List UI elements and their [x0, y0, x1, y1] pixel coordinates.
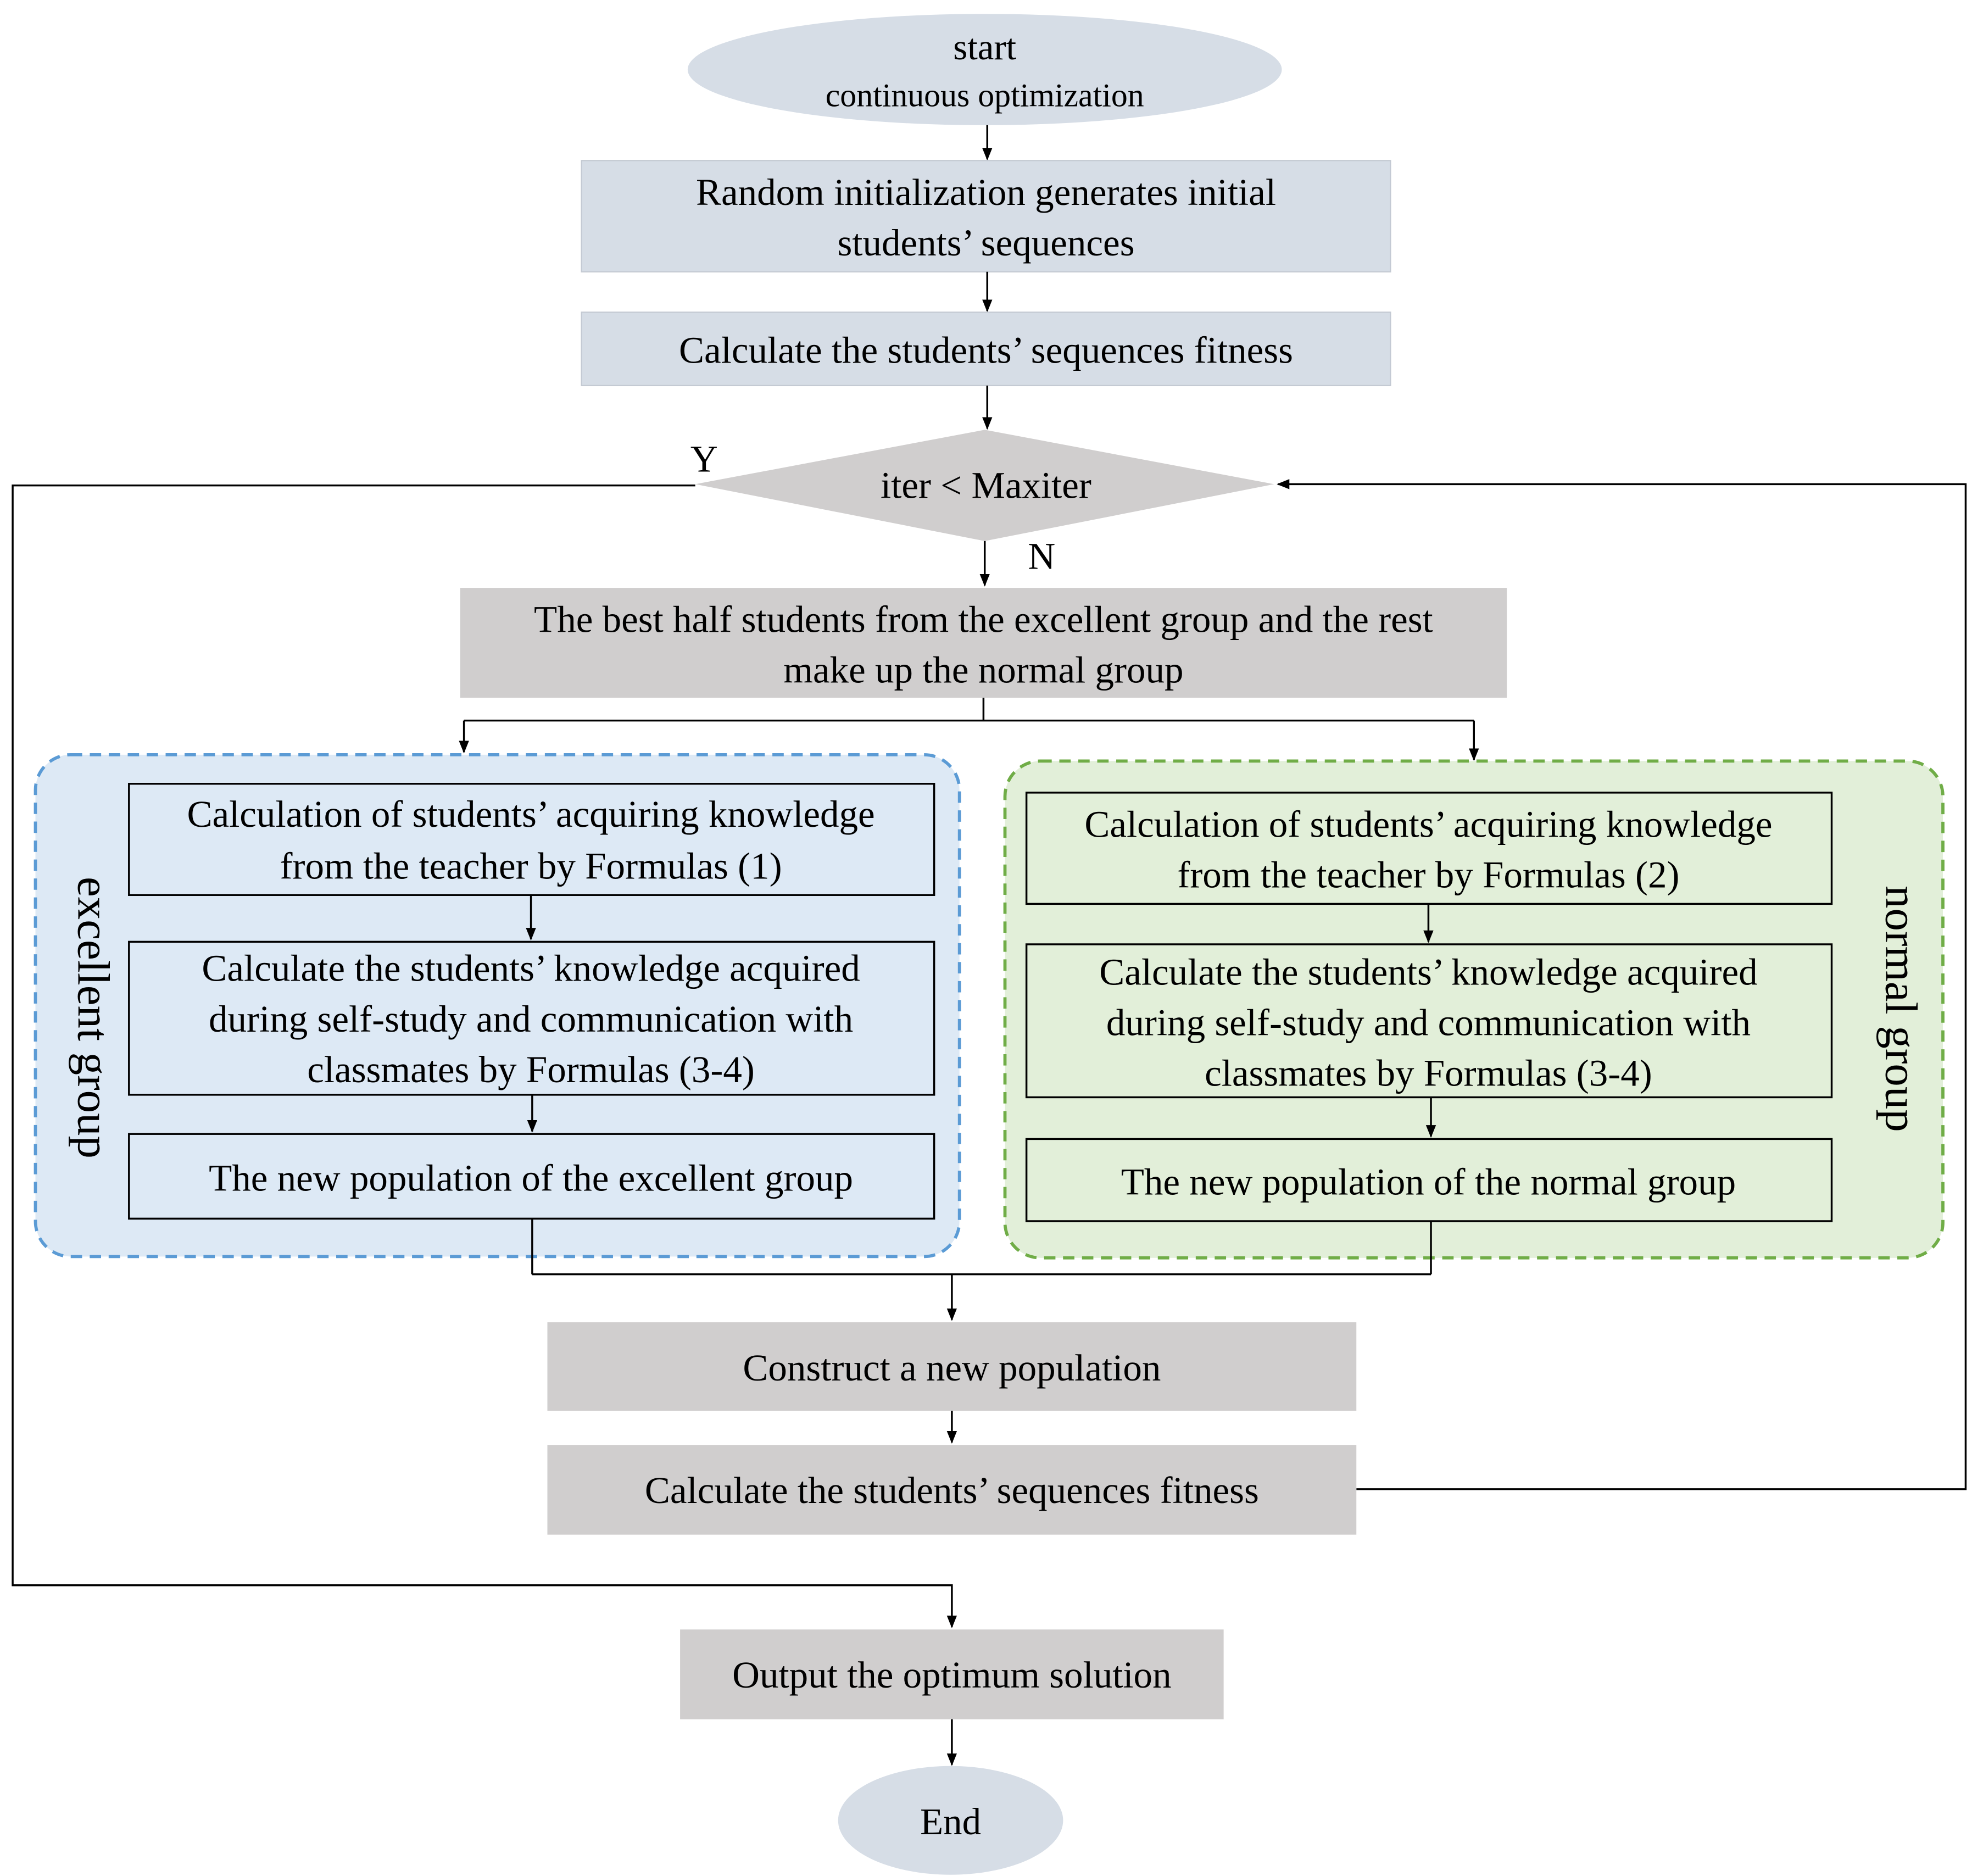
- construct-process: Construct a new population: [547, 1322, 1357, 1411]
- fitness-label-loop: Calculate the students’ sequences fitnes…: [645, 1469, 1259, 1511]
- excellent-step1-line2: from the teacher by Formulas (1): [280, 844, 782, 887]
- init-line2: students’ sequences: [837, 221, 1134, 264]
- output-process: Output the optimum solution: [680, 1629, 1224, 1719]
- start-title: start: [953, 27, 1016, 68]
- split-line1: The best half students from the excellen…: [534, 598, 1433, 641]
- decision-diamond: [695, 430, 1274, 541]
- decision-yes-label: Y: [690, 437, 718, 480]
- excellent-step2-line1: Calculate the students’ knowledge acquir…: [202, 947, 860, 989]
- normal-step2-line1: Calculate the students’ knowledge acquir…: [1099, 951, 1757, 993]
- excellent-group-label: excellent group: [69, 877, 119, 1159]
- excellent-step3-box: [128, 1133, 935, 1220]
- excellent-step2-line3: classmates by Formulas (3-4): [307, 1048, 755, 1090]
- start-ellipse: [687, 14, 1282, 125]
- init-box: [581, 160, 1391, 272]
- init-line1: Random initialization generates initial: [696, 171, 1276, 213]
- normal-step1-line1: Calculation of students’ acquiring knowl…: [1084, 803, 1772, 845]
- decision-node: iter < Maxiter Y N: [690, 430, 1274, 577]
- end-ellipse: [838, 1766, 1063, 1875]
- normal-step1-box: [1025, 792, 1833, 905]
- normal-step1-line2: from the teacher by Formulas (2): [1177, 853, 1679, 895]
- normal-step2-line3: classmates by Formulas (3-4): [1205, 1052, 1652, 1094]
- excellent-step2-box: [128, 940, 935, 1096]
- normal-step2-box: [1025, 943, 1833, 1099]
- fitness-process-loop: Calculate the students’ sequences fitnes…: [547, 1445, 1357, 1535]
- loop-back-connector: [1277, 479, 1967, 1490]
- split-process: The best half students from the excellen…: [460, 588, 1507, 698]
- fitness-box-loop: [547, 1445, 1357, 1535]
- normal-step3-label: The new population of the normal group: [1121, 1161, 1736, 1203]
- excellent-step3-label: The new population of the excellent grou…: [209, 1157, 853, 1199]
- split-box: [460, 588, 1507, 698]
- fitness-label-initial: Calculate the students’ sequences fitnes…: [679, 329, 1293, 371]
- normal-group: normal group Calculation of students’ ac…: [1003, 759, 1945, 1260]
- init-process: Random initialization generates initial …: [581, 160, 1391, 272]
- yes-branch-connector: [12, 484, 957, 1628]
- fitness-process-initial: Calculate the students’ sequences fitnes…: [581, 311, 1391, 387]
- start-subtitle: continuous optimization: [826, 77, 1144, 113]
- construct-box: [547, 1322, 1357, 1411]
- normal-group-label: normal group: [1876, 886, 1926, 1132]
- fitness-box-initial: [581, 311, 1391, 387]
- split-line2: make up the normal group: [783, 649, 1183, 691]
- output-box: [680, 1629, 1224, 1719]
- excellent-step1-line1: Calculation of students’ acquiring knowl…: [187, 793, 874, 835]
- excellent-step1-box: [128, 783, 935, 896]
- decision-label: iter < Maxiter: [881, 464, 1091, 506]
- output-label: Output the optimum solution: [732, 1654, 1171, 1696]
- normal-step2-line2: during self-study and communication with: [1106, 1001, 1751, 1044]
- start-node: start continuous optimization: [687, 14, 1282, 125]
- construct-label: Construct a new population: [743, 1346, 1161, 1389]
- excellent-group: excellent group Calculation of students’…: [34, 753, 961, 1259]
- end-label: End: [920, 1800, 981, 1842]
- decision-no-label: N: [1028, 535, 1055, 577]
- excellent-step2-line2: during self-study and communication with: [209, 998, 853, 1040]
- normal-step3-box: [1025, 1138, 1833, 1222]
- end-node: End: [838, 1766, 1063, 1875]
